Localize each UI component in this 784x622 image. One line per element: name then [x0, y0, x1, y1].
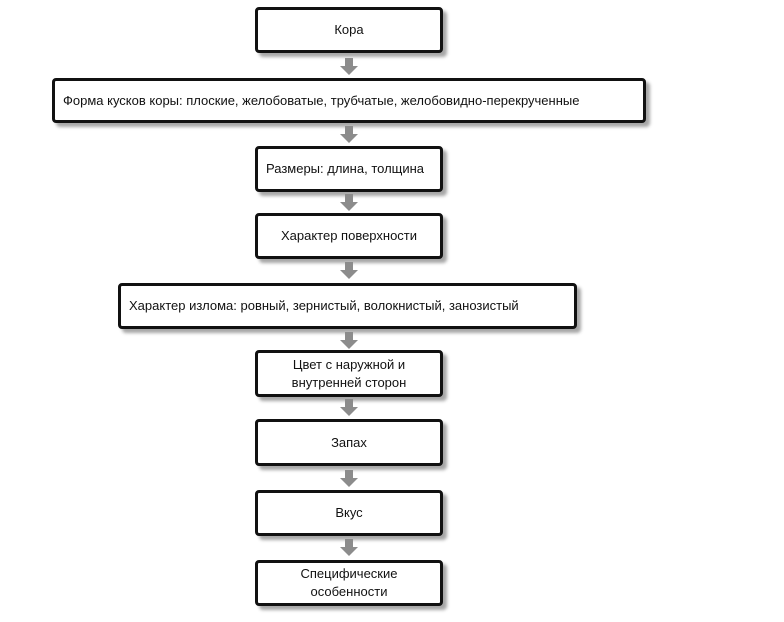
box-specific: Специфические особенности: [255, 560, 443, 606]
box-taste: Вкус: [255, 490, 443, 536]
box-size: Размеры: длина, толщина: [255, 146, 443, 192]
box-color-label: Цвет с наружной и внутренней сторон: [291, 356, 407, 390]
box-fracture-label: Характер излома: ровный, зернистый, воло…: [129, 298, 519, 313]
box-smell-label: Запах: [331, 434, 367, 450]
box-bark-label: Кора: [334, 22, 364, 37]
arrow-down-icon: [340, 332, 358, 349]
arrow-down-icon: [340, 194, 358, 211]
box-specific-label: Специфические особенности: [300, 566, 398, 599]
box-shape-label: Форма кусков коры: плоские, желобоватые,…: [63, 92, 580, 108]
arrow-down-icon: [340, 470, 358, 487]
box-fracture: Характер излома: ровный, зернистый, воло…: [118, 283, 577, 329]
box-bark: Кора: [255, 7, 443, 53]
box-color: Цвет с наружной и внутренней сторон: [255, 350, 443, 397]
arrow-down-icon: [340, 126, 358, 143]
arrow-down-icon: [340, 399, 358, 416]
box-surface: Характер поверхности: [255, 213, 443, 259]
arrow-down-icon: [340, 539, 358, 556]
arrow-down-icon: [340, 58, 358, 75]
box-surface-label: Характер поверхности: [280, 228, 418, 243]
box-size-label: Размеры: длина, толщина: [266, 161, 425, 176]
box-smell: Запах: [255, 419, 443, 466]
box-shape: Форма кусков коры: плоские, желобоватые,…: [52, 78, 646, 123]
arrow-down-icon: [340, 262, 358, 279]
box-taste-label: Вкус: [335, 505, 363, 520]
